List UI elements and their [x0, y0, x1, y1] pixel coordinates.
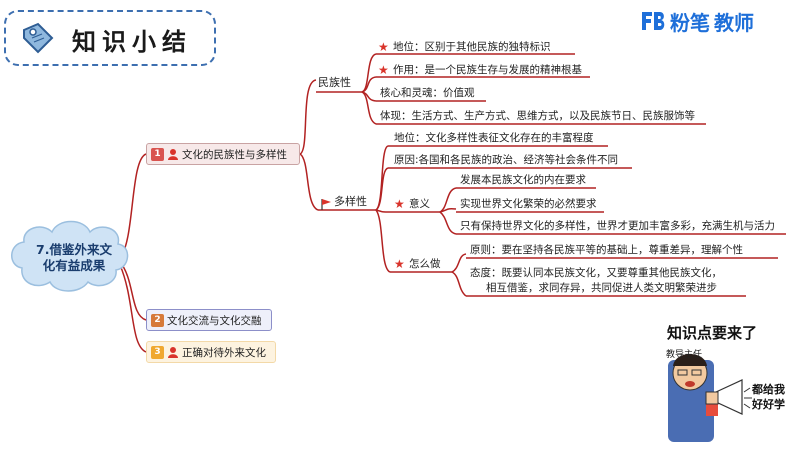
main-node-3[interactable]: 3 正确对待外来文化	[146, 341, 276, 363]
teacher-mascot-figure	[668, 354, 752, 442]
mascot-speech-line-1: 都给我	[752, 383, 785, 396]
meaning-node[interactable]: 意义	[409, 198, 430, 210]
star-icon: ★	[378, 63, 389, 77]
mascot-speech-line-2: 好好学	[752, 398, 785, 411]
star-icon: ★	[394, 197, 405, 211]
main-node-1[interactable]: 1 文化的民族性与多样性	[146, 143, 300, 165]
brand-logo: 粉笔 教师	[640, 8, 754, 35]
meaning-item-2: 实现世界文化繁荣的必然要求	[460, 198, 597, 210]
root-cloud	[11, 220, 129, 292]
minzu-node[interactable]: 民族性	[318, 76, 351, 89]
mascot-bubble-text: 知识点要来了	[667, 324, 758, 342]
number-badge-2: 2	[151, 313, 164, 327]
brand-name: 粉笔	[670, 10, 710, 35]
root-line-1: 7.借鉴外来文	[36, 242, 112, 257]
how-principle: 原则：要在坚持各民族平等的基础上，尊重差异，理解个性	[470, 244, 743, 256]
star-icon: ★	[378, 40, 389, 54]
meaning-item-3: 只有保持世界文化的多样性，世界才更加丰富多彩，充满生机与活力	[460, 220, 775, 232]
duoyang-status: 地位：文化多样性表征文化存在的丰富程度	[394, 132, 594, 144]
how-attitude-1: 态度：既要认同本民族文化，又要尊重其他民族文化，	[470, 267, 722, 279]
root-node: 7.借鉴外来文 化有益成果	[28, 242, 120, 274]
how-node[interactable]: 怎么做	[409, 258, 441, 270]
minzu-item-role: 作用：是一个民族生存与发展的精神根基	[393, 64, 582, 76]
number-badge-1: 1	[151, 147, 164, 161]
main-node-3-label: 正确对待外来文化	[182, 346, 266, 359]
minzu-item-embodiment: 体现：生活方式、生产方式、思维方式，以及民族节日、民族服饰等	[380, 110, 695, 122]
number-badge-3: 3	[151, 345, 164, 359]
root-line-2: 化有益成果	[42, 258, 106, 273]
brand-sub: 教师	[714, 10, 754, 35]
page-title: 知识小结	[72, 27, 192, 56]
person-icon	[167, 346, 179, 358]
mascot-speech: 都给我 好好学	[752, 382, 785, 412]
main-node-2-label: 文化交流与文化交融	[167, 314, 262, 327]
tag-icon	[18, 20, 56, 56]
fb-logo-icon	[640, 10, 666, 32]
minzu-item-core: 核心和灵魂：价值观	[380, 87, 475, 99]
main-node-2[interactable]: 2 文化交流与文化交融	[146, 309, 272, 331]
person-icon	[167, 148, 179, 160]
how-attitude-2: 相互借鉴，求同存异，共同促进人类文明繁荣进步	[486, 282, 717, 294]
flag-icon	[320, 195, 332, 214]
star-icon: ★	[394, 257, 405, 271]
meaning-item-1: 发展本民族文化的内在要求	[460, 174, 586, 186]
main-node-1-label: 文化的民族性与多样性	[182, 148, 287, 161]
teacher-role-label: 教导主任	[666, 350, 703, 360]
duoyang-cause: 原因:各国和各民族的政治、经济等社会条件不同	[394, 154, 619, 166]
duoyang-node[interactable]: 多样性	[334, 195, 367, 208]
minzu-item-status: 地位：区别于其他民族的独特标识	[393, 41, 551, 53]
section-title-badge: 知识小结	[4, 10, 216, 66]
